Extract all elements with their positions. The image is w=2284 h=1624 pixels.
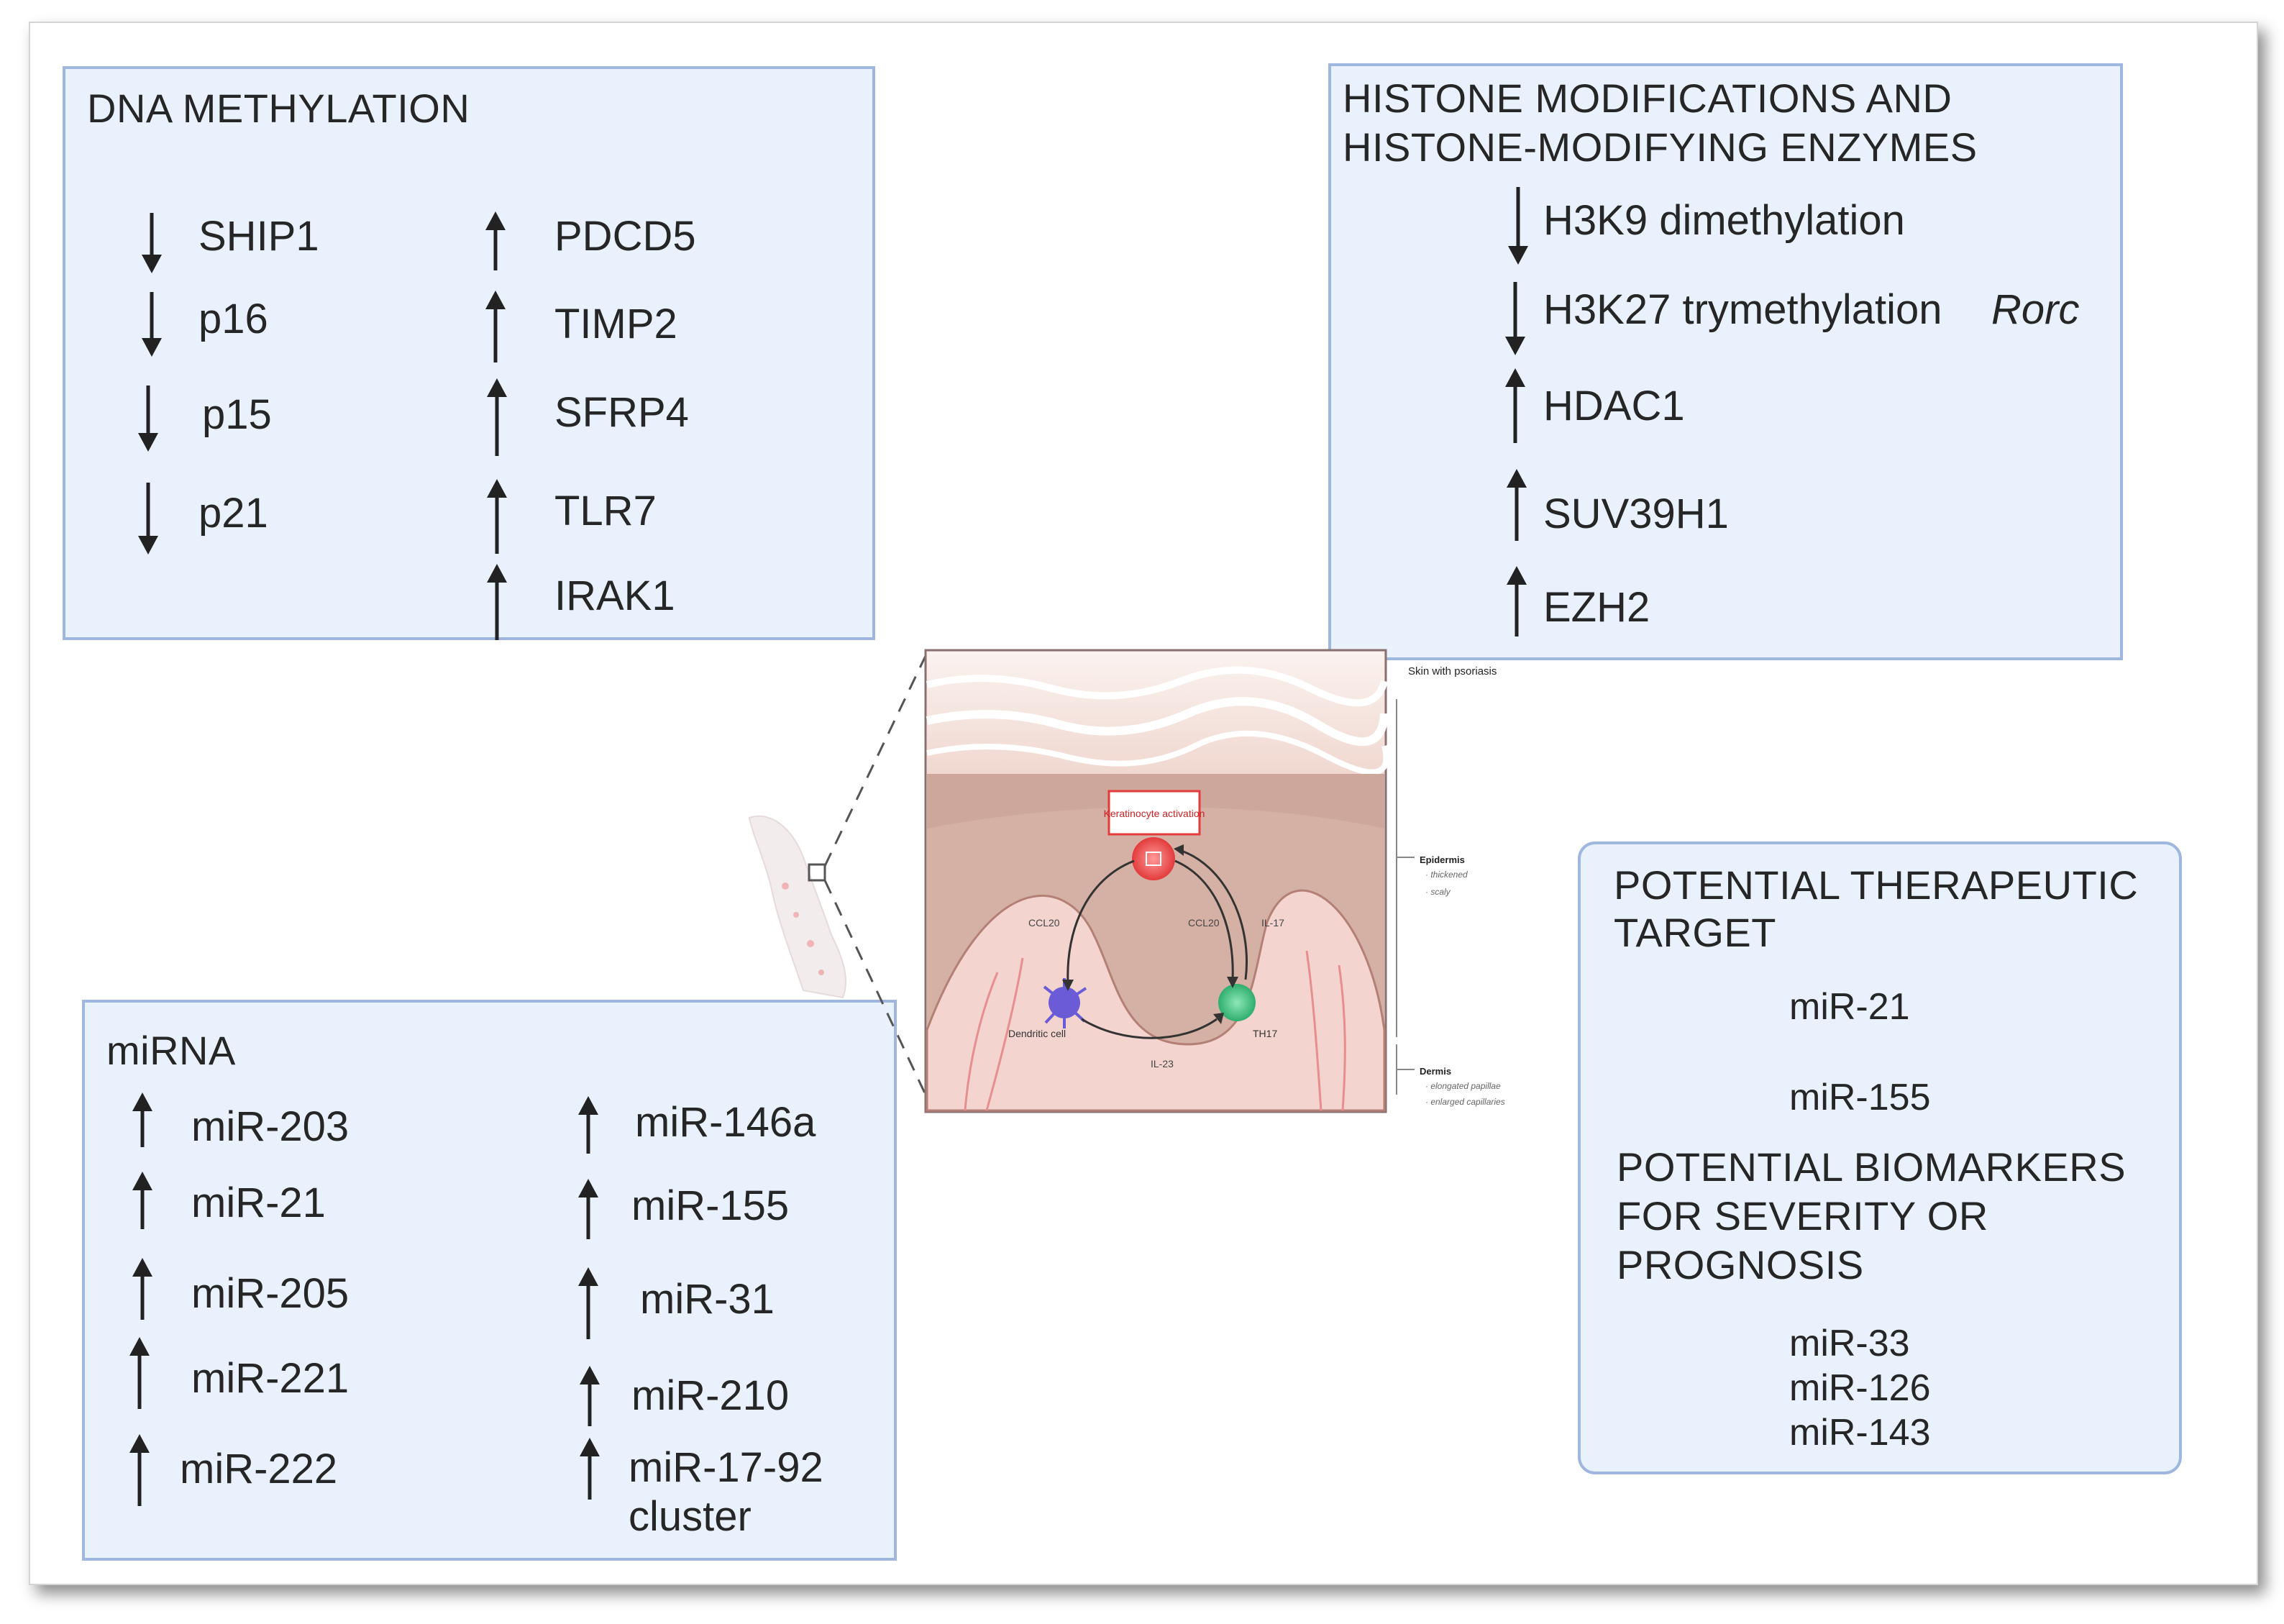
down-arrow-icon — [134, 386, 163, 452]
down-arrow-icon — [137, 213, 166, 273]
up-arrow-icon — [481, 211, 510, 270]
dermis-sub2: · enlarged capillaries — [1425, 1097, 1505, 1107]
figure-frame: DNA METHYLATION SHIP1 p16 p15 p21 PDCD5 … — [29, 22, 2258, 1585]
up-arrow-icon — [575, 1366, 604, 1426]
up-arrow-icon — [483, 378, 511, 456]
mirna-title: miRNA — [106, 1028, 236, 1073]
histone-up-item: EZH2 — [1543, 584, 1650, 631]
mirna-cluster-line2: cluster — [629, 1493, 752, 1540]
up-arrow-icon — [575, 1438, 604, 1500]
epidermis-sub1: · thickened — [1425, 870, 1468, 880]
up-arrow-icon — [128, 1258, 157, 1320]
dermis-sub1: · elongated papillae — [1425, 1081, 1501, 1091]
down-arrow-icon — [1504, 187, 1532, 265]
biomarker-item: miR-33 — [1789, 1323, 1910, 1364]
epidermis-sub2: · scaly — [1425, 887, 1451, 897]
ccl20-right-label: CCL20 — [1188, 917, 1220, 929]
dna-up-item: SFRP4 — [554, 389, 689, 436]
potential-targets-panel: POTENTIAL THERAPEUTIC TARGET miR-21 miR-… — [1578, 841, 2182, 1474]
up-arrow-icon — [574, 1096, 603, 1154]
dna-down-item: p21 — [198, 490, 268, 537]
il17-label: IL-17 — [1261, 917, 1284, 929]
biomarker-item: miR-143 — [1789, 1412, 1931, 1454]
epidermis-label: Epidermis — [1420, 854, 1465, 865]
dna-up-item: TIMP2 — [554, 301, 677, 347]
mirna-left-item: miR-221 — [191, 1355, 350, 1402]
dna-down-item: p15 — [202, 391, 272, 438]
histone-title-line2: HISTONE-MODIFYING ENZYMES — [1343, 124, 1978, 170]
dendritic-cell-icon — [1043, 978, 1087, 1028]
mirna-right-item: miR-210 — [631, 1372, 790, 1419]
th17-label: TH17 — [1253, 1028, 1277, 1039]
ccl20-left-label: CCL20 — [1028, 917, 1060, 929]
callout-label: Keratinocyte activation — [1104, 808, 1205, 819]
body-silhouette-icon — [748, 815, 847, 999]
dna-down-item: p16 — [198, 296, 268, 342]
up-arrow-icon — [125, 1337, 154, 1409]
th17-cell-icon — [1218, 984, 1256, 1021]
zoom-line-bottom — [823, 880, 927, 1095]
down-arrow-icon — [137, 292, 166, 357]
dna-down-item: SHIP1 — [198, 213, 319, 260]
down-arrow-icon — [1501, 282, 1530, 355]
il23-arrow — [1081, 1018, 1218, 1039]
il23-label: IL-23 — [1151, 1058, 1174, 1069]
up-arrow-icon — [481, 291, 510, 362]
up-arrow-icon — [483, 564, 511, 640]
keratinocyte-cell-icon — [1132, 837, 1175, 880]
histone-up-item: HDAC1 — [1543, 383, 1685, 429]
dna-methylation-title: DNA METHYLATION — [87, 86, 470, 131]
dna-up-item: PDCD5 — [554, 213, 696, 260]
dendritic-cell-label: Dendritic cell — [1008, 1028, 1066, 1039]
mirna-panel: miRNA miR-203 miR-21 miR-205 miR-221 miR… — [82, 1000, 897, 1561]
histone-up-item: SUV39H1 — [1543, 491, 1729, 537]
ccl20-right-arrow — [1174, 859, 1234, 980]
therapeutic-item: miR-155 — [1789, 1077, 1931, 1118]
dna-methylation-panel: DNA METHYLATION SHIP1 p16 p15 p21 PDCD5 … — [63, 66, 875, 640]
histone-title-line1: HISTONE MODIFICATIONS AND — [1343, 76, 1952, 121]
mirna-right-item: miR-155 — [631, 1182, 790, 1229]
dna-up-item: TLR7 — [554, 488, 657, 534]
histone-down-item: H3K27 trymethylation — [1543, 286, 1942, 333]
psoriasis-skin-illustration: Keratinocyte activation CCL20 CCL20 IL-1… — [748, 649, 1505, 1113]
up-arrow-icon — [128, 1092, 157, 1147]
down-arrow-icon — [134, 483, 163, 555]
mirna-cluster-line1: miR-17-92 — [629, 1444, 823, 1491]
mirna-left-item: miR-205 — [191, 1270, 350, 1317]
up-arrow-icon — [483, 479, 511, 554]
skin-cross-section — [924, 649, 1389, 1113]
skin-with-psoriasis-label: Skin with psoriasis — [1408, 665, 1497, 678]
therapeutic-item: miR-21 — [1789, 986, 1910, 1028]
therapeutic-title-line2: TARGET — [1614, 910, 1776, 955]
il17-arrow — [1179, 849, 1248, 980]
up-arrow-icon — [1502, 469, 1531, 541]
mirna-left-item: miR-203 — [191, 1103, 350, 1150]
biomarkers-title-line3: PROGNOSIS — [1617, 1242, 1864, 1287]
histone-panel: HISTONE MODIFICATIONS AND HISTONE-MODIFY… — [1328, 63, 2123, 660]
mirna-left-item: miR-222 — [180, 1446, 338, 1492]
zoom-line-top — [823, 655, 927, 867]
mirna-right-item: miR-146a — [635, 1099, 816, 1146]
up-arrow-icon — [128, 1172, 157, 1229]
up-arrow-icon — [1502, 566, 1531, 637]
dermis-label: Dermis — [1420, 1066, 1451, 1077]
biomarkers-title-line1: POTENTIAL BIOMARKERS — [1617, 1144, 2127, 1190]
up-arrow-icon — [574, 1179, 603, 1239]
mirna-right-item: miR-31 — [640, 1276, 775, 1323]
keratinocyte-callout — [1107, 790, 1201, 836]
rorc-label: Rorc — [1991, 286, 2080, 333]
dna-up-item: IRAK1 — [554, 572, 675, 619]
biomarkers-title-line2: FOR SEVERITY OR — [1617, 1193, 1988, 1238]
mirna-left-item: miR-21 — [191, 1180, 326, 1226]
up-arrow-icon — [125, 1434, 154, 1506]
biomarker-item: miR-126 — [1789, 1367, 1931, 1409]
therapeutic-title-line1: POTENTIAL THERAPEUTIC — [1614, 862, 2139, 908]
up-arrow-icon — [574, 1267, 603, 1339]
up-arrow-icon — [1501, 368, 1530, 443]
histone-down-item: H3K9 dimethylation — [1543, 197, 1905, 244]
ccl20-left-arrow — [1066, 859, 1135, 984]
